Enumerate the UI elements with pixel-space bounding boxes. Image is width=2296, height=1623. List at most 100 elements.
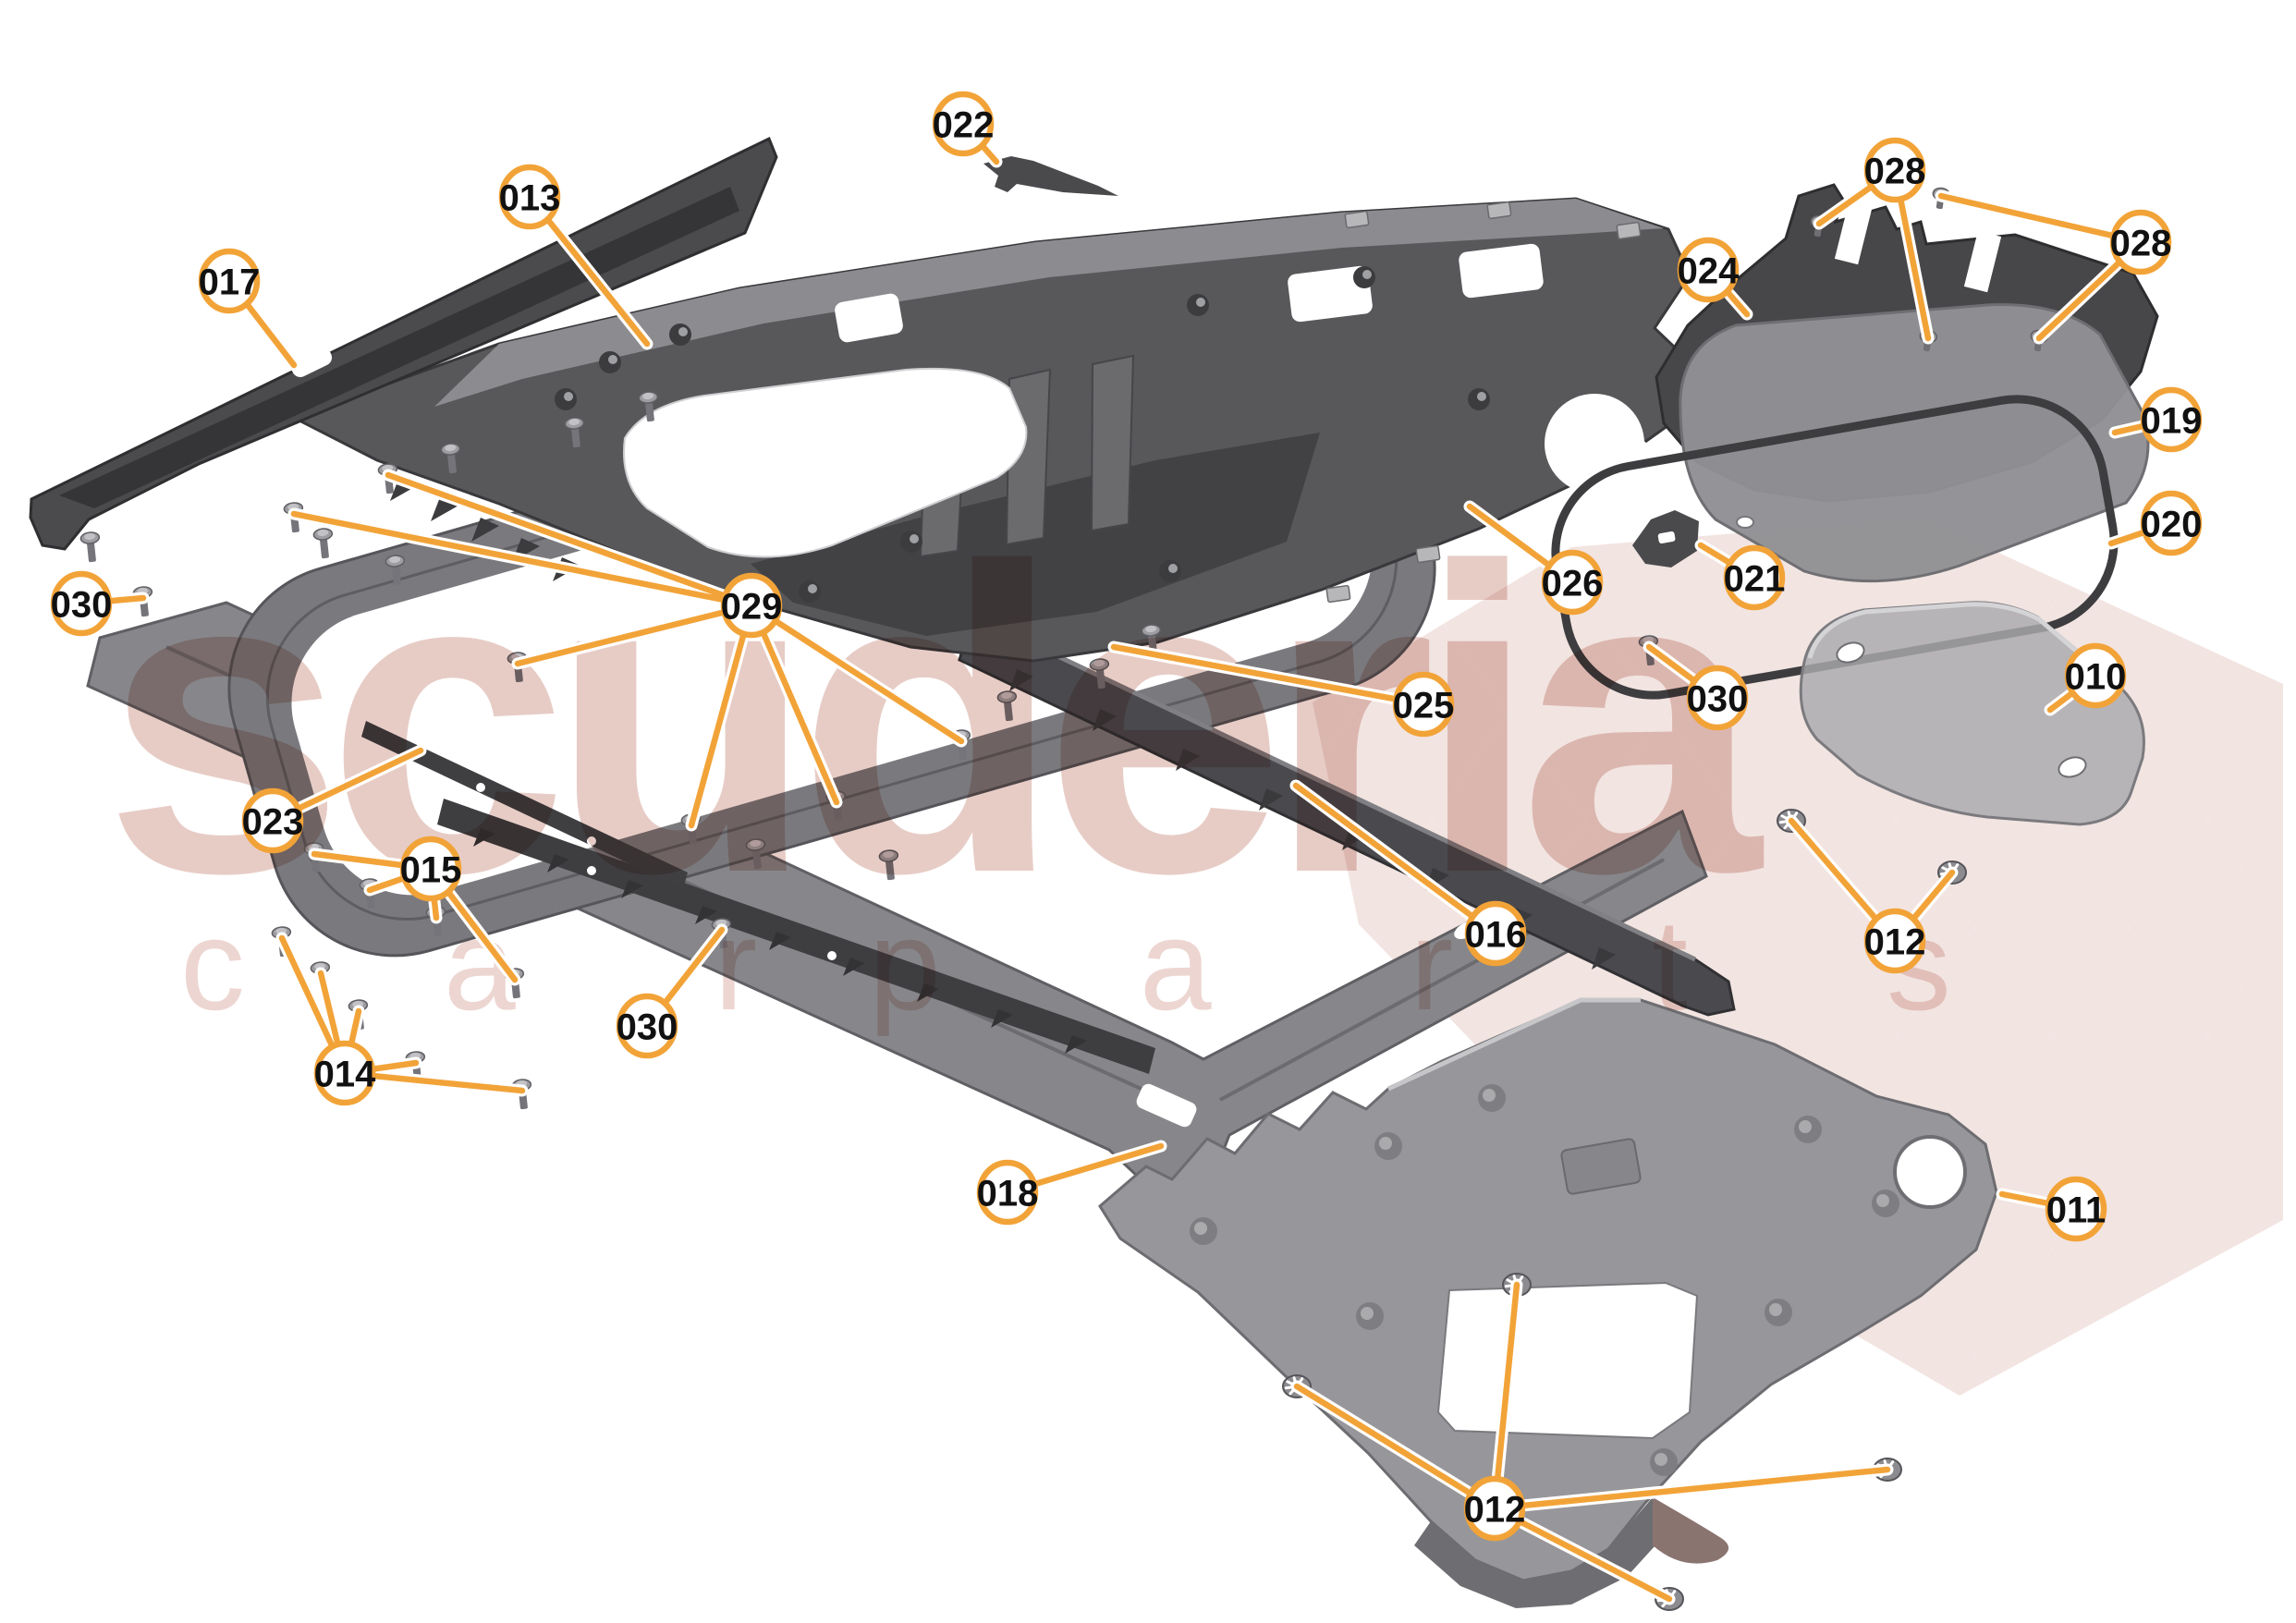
screw-bolt-icon	[79, 531, 101, 563]
checker-diamond	[2285, 392, 2296, 606]
callout-label: 013	[499, 177, 561, 218]
callout-030[interactable]: 030	[616, 993, 678, 1059]
screw-bolt-icon	[878, 849, 899, 881]
screw-bolt-icon	[745, 838, 766, 870]
leader-line	[1491, 1466, 1891, 1512]
callout-bubble[interactable]	[1392, 671, 1455, 738]
callout-bubble[interactable]	[2140, 386, 2203, 453]
callout-bubble[interactable]	[1863, 908, 1926, 974]
panel-clip	[1486, 201, 1512, 220]
callout-015[interactable]: 015	[399, 836, 462, 902]
callout-label: 030	[617, 1007, 678, 1047]
checker-diamond	[2285, 1250, 2296, 1464]
callout-bubble[interactable]	[498, 164, 561, 230]
leader-line	[748, 602, 965, 745]
part-011-underbody-shield	[1098, 997, 1998, 1608]
callout-026[interactable]: 026	[1541, 549, 1604, 616]
screw-bolt-icon	[440, 443, 461, 474]
callout-023[interactable]: 023	[241, 787, 304, 854]
screw-bolt-icon	[638, 391, 659, 422]
callout-bubble[interactable]	[720, 572, 783, 639]
callout-bubble[interactable]	[198, 248, 261, 314]
callout-010[interactable]: 010	[2064, 642, 2127, 709]
callout-bubble[interactable]	[976, 1159, 1039, 1226]
leader-line	[1491, 1281, 1520, 1512]
callout-021[interactable]: 021	[1723, 544, 1786, 611]
callout-028[interactable]: 028	[2109, 209, 2172, 275]
screw-bolt-icon	[385, 555, 406, 586]
callout-bubble[interactable]	[932, 91, 995, 157]
screw-bolt-icon	[1089, 658, 1110, 689]
callout-014[interactable]: 014	[313, 1040, 376, 1106]
leader-line	[1293, 1383, 1498, 1512]
part-019-cover-panel	[1679, 303, 2150, 583]
screw-bolt-icon	[312, 528, 334, 559]
callout-label: 021	[1724, 558, 1786, 599]
callout-030[interactable]: 030	[50, 570, 113, 637]
callout-019[interactable]: 019	[2140, 386, 2203, 453]
callout-bubble[interactable]	[313, 1040, 376, 1106]
callout-011[interactable]: 011	[2045, 1176, 2107, 1242]
callout-label: 019	[2141, 400, 2203, 441]
callout-bubble[interactable]	[1686, 665, 1749, 731]
callout-label: 022	[933, 104, 995, 145]
callout-label: 018	[977, 1173, 1039, 1214]
callout-label: 023	[242, 801, 304, 842]
screw-bolt-icon	[564, 417, 585, 448]
part-017-front-trim-strip	[29, 136, 778, 551]
callout-bubble[interactable]	[1541, 549, 1604, 616]
callout-018[interactable]: 018	[976, 1159, 1039, 1226]
callout-025[interactable]: 025	[1392, 671, 1455, 738]
callout-bubble[interactable]	[399, 836, 462, 902]
callout-bubble[interactable]	[616, 993, 678, 1059]
callout-label: 028	[1864, 151, 1926, 191]
callout-bubble[interactable]	[50, 570, 113, 637]
leader-line	[748, 602, 840, 806]
callout-label: 017	[199, 262, 261, 302]
callout-012[interactable]: 012	[1463, 1475, 1526, 1542]
part-010-cover-tray	[1799, 601, 2145, 826]
leader-line	[514, 602, 755, 667]
leader-line	[688, 602, 755, 829]
callout-label: 012	[1864, 921, 1926, 962]
callout-017[interactable]: 017	[198, 248, 261, 314]
callout-label: 028	[2110, 223, 2172, 263]
panel-screw-bosses	[555, 266, 1490, 603]
callout-016[interactable]: 016	[1464, 900, 1527, 967]
callout-024[interactable]: 024	[1677, 237, 1740, 303]
callout-label: 029	[721, 586, 783, 627]
callout-label: 010	[2065, 656, 2127, 697]
callout-028[interactable]: 028	[1863, 137, 1926, 203]
callout-bubble[interactable]	[2064, 642, 2127, 709]
callout-bubble[interactable]	[1464, 900, 1527, 967]
callout-bubble[interactable]	[241, 787, 304, 854]
checker-diamond	[2207, 1357, 2283, 1396]
part-021-bracket	[1632, 510, 1699, 567]
callout-022[interactable]: 022	[932, 91, 995, 157]
part-023-trim-strip	[361, 721, 688, 889]
callout-bubble[interactable]	[2045, 1176, 2107, 1242]
callout-013[interactable]: 013	[498, 164, 561, 230]
callout-label: 015	[400, 849, 462, 890]
callout-label: 030	[1687, 678, 1749, 719]
callout-label: 011	[2046, 1190, 2107, 1230]
callout-bubble[interactable]	[2140, 490, 2203, 556]
callout-bubble[interactable]	[1463, 1475, 1526, 1542]
callout-bubble[interactable]	[1677, 237, 1740, 303]
callout-bubble[interactable]	[2109, 209, 2172, 275]
leader-line	[1937, 192, 2144, 246]
callout-label: 024	[1678, 250, 1740, 291]
callout-020[interactable]: 020	[2140, 490, 2203, 556]
tray-screw-dimples	[1190, 1084, 1899, 1476]
callout-bubble[interactable]	[1723, 544, 1786, 611]
callout-label: 030	[51, 584, 113, 625]
panel-clip	[1415, 544, 1441, 564]
callout-029[interactable]: 029	[720, 572, 783, 639]
callout-bubble[interactable]	[1863, 137, 1926, 203]
panel-clip	[1616, 221, 1642, 240]
checker-diamond	[1897, 1357, 2052, 1396]
part-serrated-strip	[437, 799, 1155, 1074]
callout-030[interactable]: 030	[1686, 665, 1749, 731]
callout-012[interactable]: 012	[1863, 908, 1926, 974]
callout-label: 016	[1465, 914, 1527, 955]
